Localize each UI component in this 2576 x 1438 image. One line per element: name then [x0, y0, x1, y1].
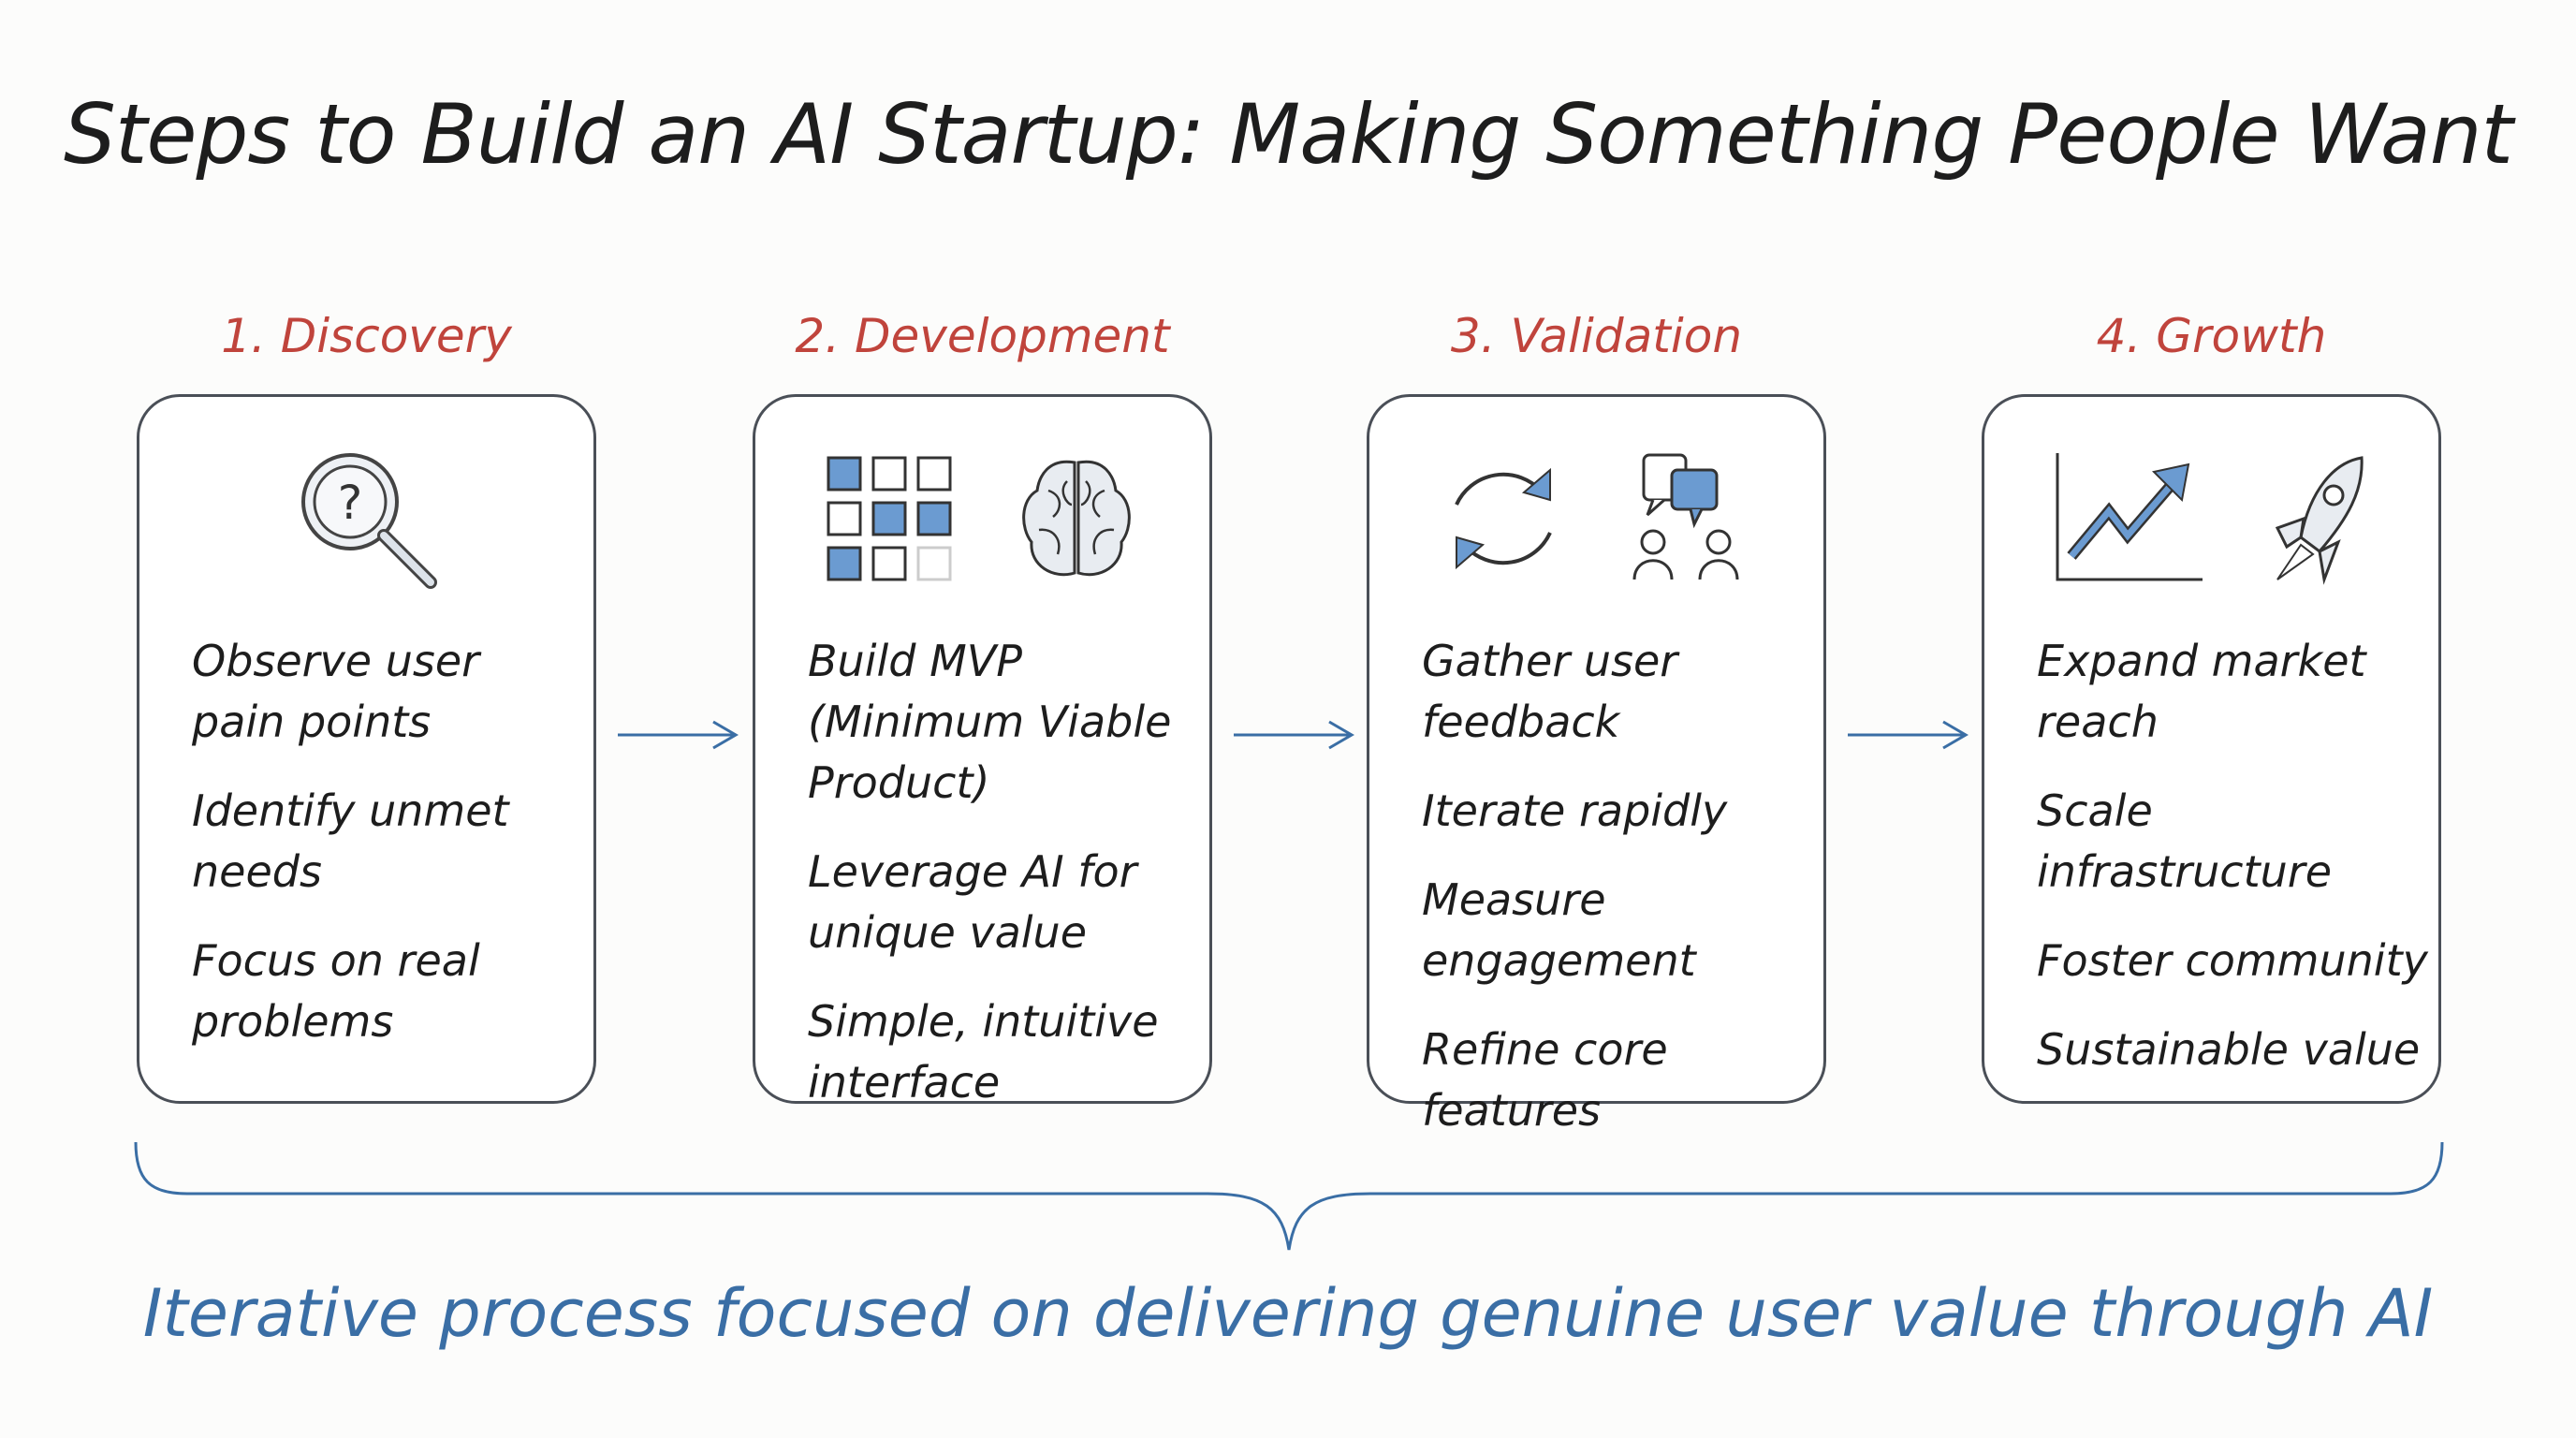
step-4-item: Sustainable value	[2037, 1024, 2421, 1075]
step-2-card: Build MVP (Minimum Viable Product) Lever…	[753, 394, 1212, 1108]
arrow-right-icon	[1234, 720, 1354, 750]
arrow-right-icon	[1848, 720, 1969, 750]
step-2-item: Build MVP (Minimum Viable Product)	[808, 636, 1172, 808]
step-3-card: Gather user feedback Iterate rapidly Mea…	[1367, 394, 1826, 1136]
rocket-icon	[2275, 456, 2364, 585]
step-4-item: Scale infrastructure	[2037, 785, 2332, 897]
step-2-title: 2. Development	[795, 309, 1170, 363]
step-4-item: Expand market reach	[2037, 636, 2366, 747]
magnifier-question-icon: ?	[300, 453, 437, 589]
arrow-right-icon	[618, 720, 739, 750]
step-3-title: 3. Validation	[1450, 309, 1743, 363]
curly-brace	[134, 1141, 2444, 1251]
step-2-item: Simple, intuitive interface	[808, 996, 1159, 1108]
step-3-item: Refine core features	[1422, 1024, 1668, 1136]
step-1-item: Identify unmet needs	[192, 785, 509, 897]
refresh-cycle-icon	[1454, 467, 1552, 570]
growth-chart-icon	[2056, 453, 2203, 581]
step-1-item: Observe user pain points	[192, 636, 480, 747]
step-1-card: ? Observe user pain points Identify unme…	[137, 394, 596, 1104]
users-feedback-icon	[1632, 453, 1738, 580]
step-1-item: Focus on real problems	[192, 935, 480, 1047]
step-3-item: Measure engagement	[1422, 874, 1696, 986]
svg-text:?: ?	[337, 476, 362, 530]
grid-blocks-icon	[827, 456, 951, 581]
step-4-item: Foster community	[2037, 935, 2428, 986]
brain-icon	[1021, 460, 1131, 577]
step-3-item: Iterate rapidly	[1422, 785, 1728, 836]
step-4-title: 4. Growth	[2096, 309, 2327, 363]
footer-caption: Iterative process focused on delivering …	[142, 1275, 2434, 1352]
step-2-item: Leverage AI for unique value	[808, 846, 1137, 958]
page-title: Steps to Build an AI Startup: Making Som…	[63, 86, 2513, 183]
step-4-card: Expand market reach Scale infrastructure…	[1982, 394, 2441, 1104]
step-3-item: Gather user feedback	[1422, 636, 1678, 747]
step-1-title: 1. Discovery	[221, 309, 512, 363]
